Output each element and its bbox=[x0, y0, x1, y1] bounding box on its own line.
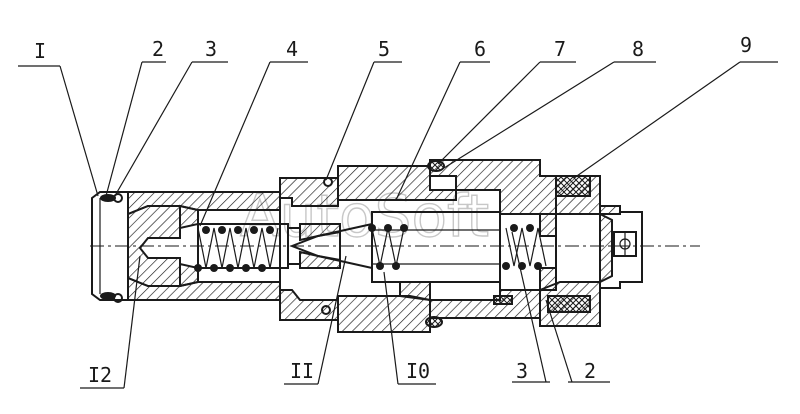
seals bbox=[100, 160, 513, 328]
callout-8: 8 bbox=[632, 37, 644, 61]
left-spring bbox=[194, 226, 279, 272]
callout-11: II bbox=[290, 359, 314, 383]
callout-4: 4 bbox=[286, 37, 298, 61]
callout-10: I0 bbox=[406, 359, 430, 383]
callout-9: 9 bbox=[740, 33, 752, 57]
callout-3-lower: 3 bbox=[516, 359, 528, 383]
callout-labels: I 2 3 4 5 6 7 8 9 I2 II I0 3 2 bbox=[34, 33, 752, 387]
callout-6: 6 bbox=[474, 37, 486, 61]
callout-7: 7 bbox=[554, 37, 566, 61]
callout-1: I bbox=[34, 39, 46, 63]
callout-2: 2 bbox=[152, 37, 164, 61]
springs bbox=[194, 224, 547, 272]
callout-5: 5 bbox=[378, 37, 390, 61]
callout-2-lower: 2 bbox=[584, 359, 596, 383]
callout-3: 3 bbox=[205, 37, 217, 61]
leader-lines bbox=[18, 61, 778, 389]
callout-12: I2 bbox=[88, 363, 112, 387]
middle-spring bbox=[368, 224, 408, 270]
